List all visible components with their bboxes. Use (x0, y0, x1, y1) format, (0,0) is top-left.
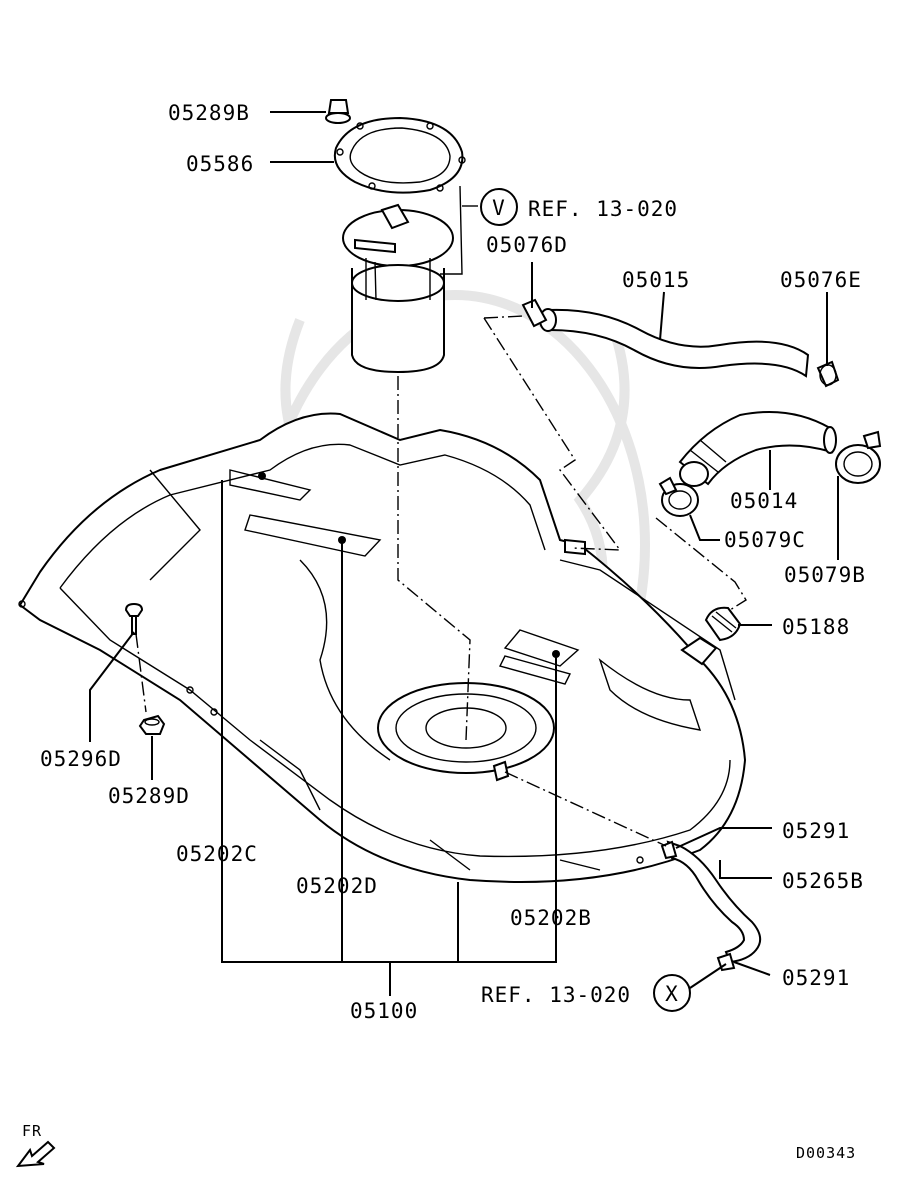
filler-cap-05188 (704, 606, 742, 642)
part-label: 05289B (168, 101, 250, 125)
nut-05289d (138, 714, 166, 735)
front-arrow-icon (15, 1140, 56, 1168)
leader-lines (89, 111, 839, 996)
ref-v-text: REF. 13-020 (528, 197, 678, 221)
part-label: 05076E (780, 268, 862, 292)
orientation-label: FR (22, 1122, 42, 1140)
vent-hose-05265b (660, 840, 762, 972)
ref-v-connector (440, 185, 463, 275)
ref-x-letter: X (665, 982, 679, 1006)
part-label: 05079C (724, 528, 806, 552)
clamp-dash (655, 517, 747, 611)
part-label: 05079B (784, 563, 866, 587)
ref-v-letter: V (492, 196, 506, 220)
part-labels: 05289B 05586 05076D 05015 05076E 05014 0… (40, 101, 866, 1023)
part-label: 05202B (510, 906, 592, 930)
pump-dash-line (397, 376, 471, 741)
breather-hose-05014 (658, 410, 882, 517)
part-label: 05586 (186, 152, 254, 176)
part-label: 05100 (350, 999, 418, 1023)
part-label: 05015 (622, 268, 690, 292)
bolt-dash (135, 633, 147, 713)
vent-dash (504, 771, 667, 847)
diagram-id: D00343 (796, 1144, 856, 1162)
leader-dots (258, 472, 560, 658)
part-label: 05202D (296, 874, 378, 898)
part-label: 05291 (782, 819, 850, 843)
hose-dash-2 (483, 317, 622, 551)
part-label: 05289D (108, 784, 190, 808)
ref-x-text: REF. 13-020 (481, 983, 631, 1007)
ref-marker-v: V (480, 188, 518, 226)
part-label: 05188 (782, 615, 850, 639)
part-label: 05014 (730, 489, 798, 513)
part-label: 05076D (486, 233, 568, 257)
part-label: 05202C (176, 842, 258, 866)
part-label: 05296D (40, 747, 122, 771)
part-label: 05291 (782, 966, 850, 990)
part-label: 05265B (782, 869, 864, 893)
fuel-pump-assembly (325, 99, 466, 374)
filler-hose-05015 (521, 298, 840, 388)
ref-marker-x: X (653, 974, 691, 1012)
hose-dash-1 (483, 315, 524, 319)
